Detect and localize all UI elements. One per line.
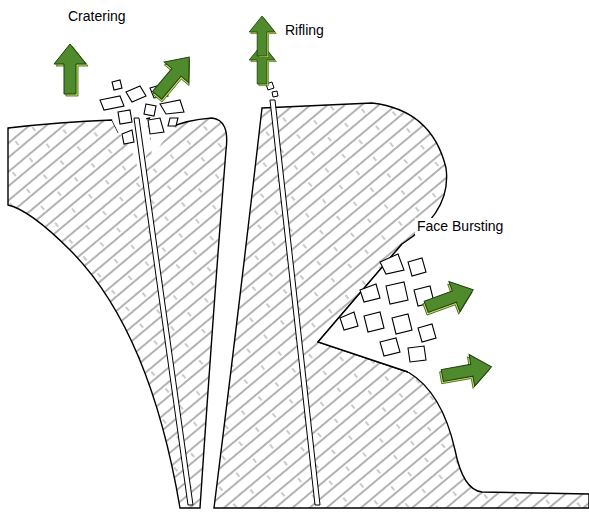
effect-label: Cratering [66,8,128,25]
rock-mass [214,103,589,508]
effect-label: Face Bursting [415,218,505,235]
borehole [134,118,193,505]
rock-fragments [340,254,436,362]
blast-arrow [54,16,495,394]
effect-label: Rifling [283,22,326,39]
rock-mass [8,118,227,508]
borehole [270,100,320,505]
